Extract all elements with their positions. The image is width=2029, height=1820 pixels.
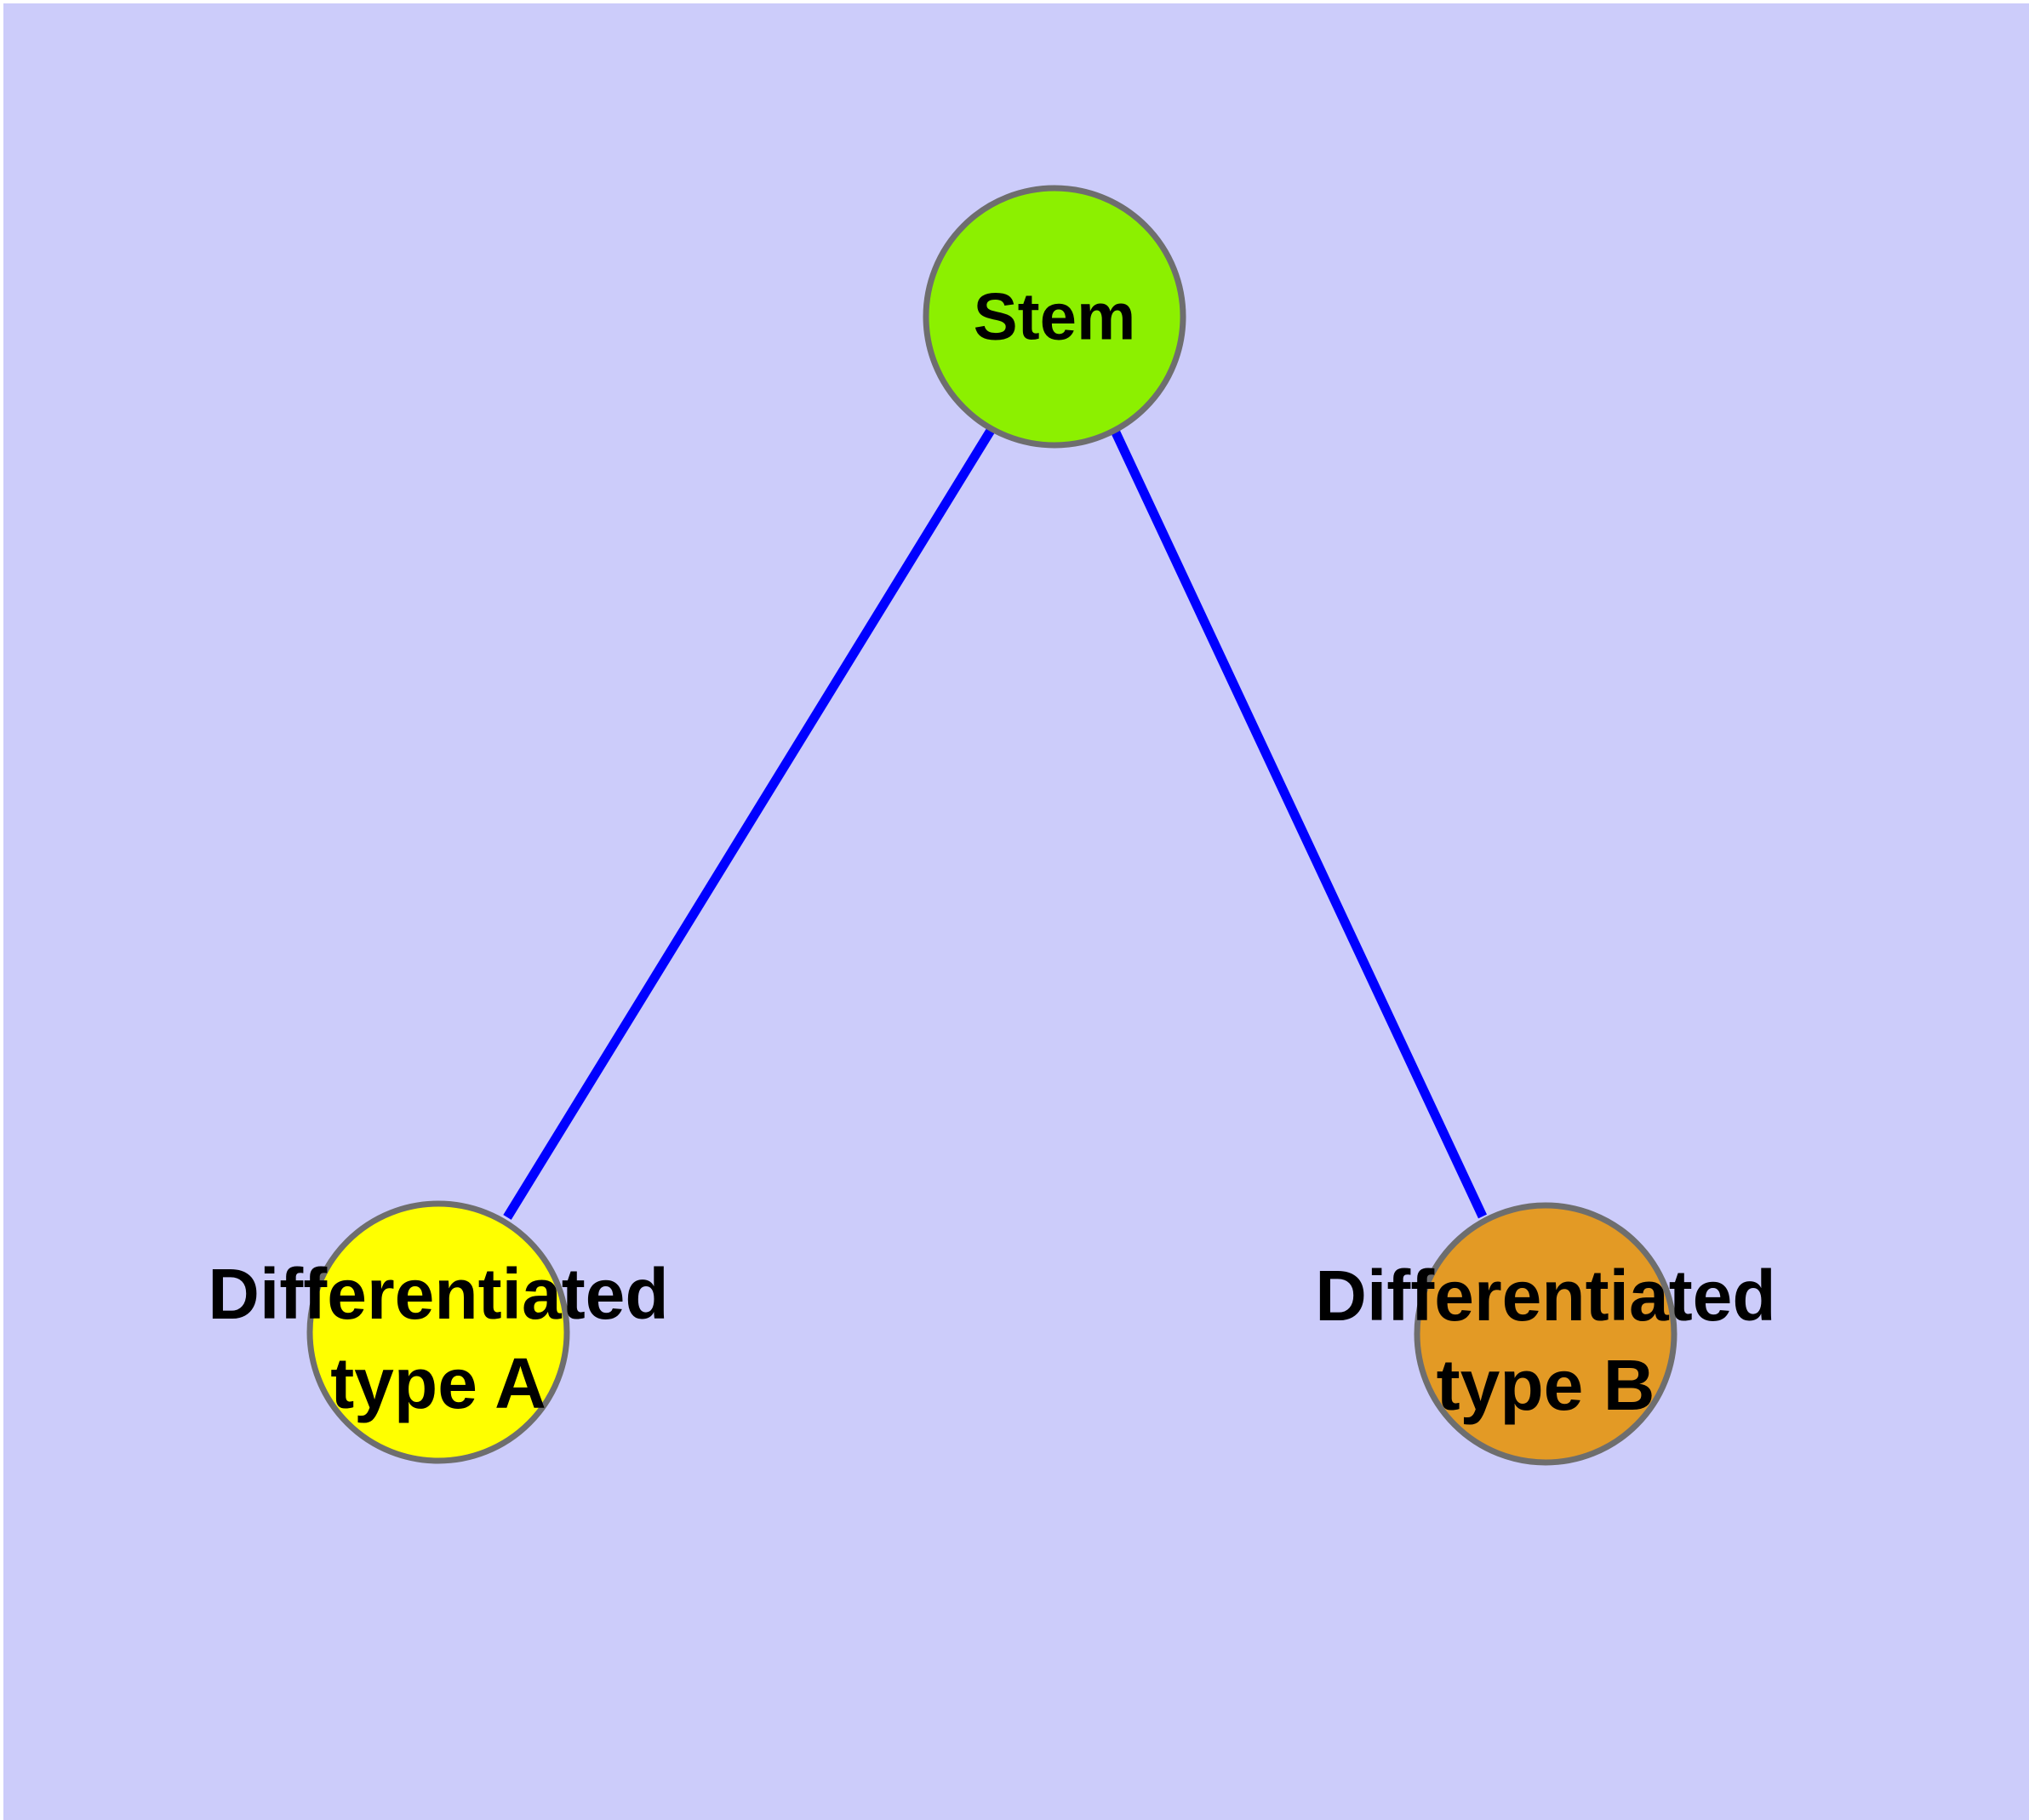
edge-layer (503, 426, 1487, 1220)
node-stem[interactable]: Stem (923, 185, 1186, 449)
node-differentiated-type-a[interactable]: Differentiated type A (208, 1200, 669, 1464)
node-differentiated-type-b-circle[interactable] (1414, 1202, 1677, 1466)
node-differentiated-type-b[interactable]: Differentiated type B (1315, 1202, 1776, 1466)
node-differentiated-type-b-label-line1: Differentiated (1315, 1256, 1775, 1336)
node-differentiated-type-a-label-line1: Differentiated (208, 1254, 668, 1334)
node-differentiated-type-a-label-line2: type A (330, 1343, 546, 1423)
node-stem-label: Stem (974, 279, 1136, 354)
node-differentiated-type-b-label-line2: type B (1437, 1345, 1655, 1425)
node-layer: Stem Differentiated type A Differentiate… (208, 185, 1776, 1466)
node-stem-circle[interactable] (923, 185, 1186, 449)
edge-stem-to-differentiated-type-b[interactable] (1111, 428, 1487, 1219)
edge-stem-to-differentiated-type-a[interactable] (503, 426, 996, 1220)
node-differentiated-type-a-circle[interactable] (306, 1200, 570, 1464)
